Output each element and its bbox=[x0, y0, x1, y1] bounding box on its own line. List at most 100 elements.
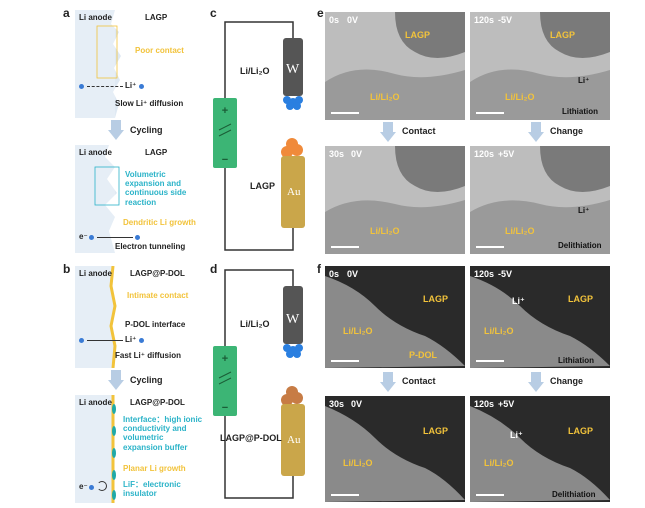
scale-bar bbox=[331, 112, 359, 114]
panel-b-bottom-card: Li anode LAGP@P-DOL Interface：high ionic… bbox=[75, 395, 203, 503]
lagp-label: LAGP bbox=[568, 294, 594, 304]
pdol-interface-drawing bbox=[75, 266, 200, 368]
down-arrow-icon bbox=[108, 370, 124, 390]
time-label: 0s bbox=[329, 15, 340, 25]
svg-text:−: − bbox=[222, 154, 228, 166]
li2o-label: Li/Li₂O bbox=[370, 226, 400, 236]
voltage-label: +5V bbox=[498, 399, 515, 409]
lagp-label: LAGP bbox=[423, 294, 449, 304]
panel-label-b: b bbox=[63, 262, 71, 276]
li-anode-label: Li anode bbox=[79, 13, 112, 22]
panel-c-circuit: + − bbox=[213, 21, 305, 251]
electron-label: e⁻ bbox=[79, 232, 88, 241]
scale-bar bbox=[476, 112, 504, 114]
li-ion-label: Li⁺ bbox=[510, 430, 523, 440]
gold-label: Au bbox=[287, 186, 301, 198]
lagp-pdol-electrode-label: LAGP@P-DOL bbox=[220, 433, 282, 443]
scale-bar bbox=[476, 494, 504, 496]
electron-dot-icon bbox=[89, 235, 94, 240]
change-label: Change bbox=[550, 376, 584, 386]
lagp-label: LAGP bbox=[423, 426, 449, 436]
li2o-label: Li/Li₂O bbox=[370, 92, 400, 102]
tem-image-e-bl: 30s 0V Li/Li₂O bbox=[325, 146, 465, 254]
panel-label-d: d bbox=[210, 262, 218, 276]
arrow-line-icon bbox=[87, 340, 123, 341]
li-ion-dot-icon bbox=[79, 338, 84, 343]
time-label: 30s bbox=[329, 399, 345, 409]
contact-label: Contact bbox=[402, 126, 436, 136]
time-label: 120s bbox=[474, 15, 495, 25]
panel-a-bottom-card: Li anode LAGP Volumetric expansion and c… bbox=[75, 145, 200, 253]
tem-image-e-tl: 0s 0V LAGP Li/Li₂O bbox=[325, 12, 465, 120]
lithiation-label: Lithiation bbox=[562, 107, 598, 116]
tem-image-f-tr: 120s -5V LAGP Li⁺ Li/Li₂O Lithiation bbox=[470, 266, 610, 368]
electron-dot-icon bbox=[89, 485, 94, 490]
electron-label: e⁻ bbox=[79, 482, 88, 491]
li2o-label: Li/Li₂O bbox=[343, 326, 373, 336]
fast-diffusion-label: Fast Li⁺ diffusion bbox=[115, 351, 181, 360]
lagp-label: LAGP bbox=[405, 30, 431, 40]
li2o-label: Li/Li₂O bbox=[505, 92, 535, 102]
voltage-label: 0V bbox=[347, 15, 359, 25]
panel-label-e: e bbox=[317, 6, 324, 20]
voltage-label: -5V bbox=[498, 15, 513, 25]
voltage-label: +5V bbox=[498, 149, 515, 159]
voltage-label: 0V bbox=[351, 149, 363, 159]
lagp-pdol-label: LAGP@P-DOL bbox=[130, 269, 185, 278]
lif-insulator-label: LiF：electronic insulator bbox=[123, 480, 181, 499]
li2o-label: Li/Li₂O bbox=[484, 326, 514, 336]
panel-label-f: f bbox=[317, 262, 321, 276]
down-arrow-icon bbox=[108, 120, 124, 140]
panel-label-c: c bbox=[210, 6, 217, 20]
lagp-pdol-label: LAGP@P-DOL bbox=[130, 398, 185, 407]
lagp-label: LAGP bbox=[145, 148, 168, 157]
lagp-electrode-label: LAGP bbox=[250, 181, 276, 191]
li-ion-label: Li⁺ bbox=[125, 335, 137, 344]
time-label: 30s bbox=[329, 149, 345, 159]
interface-desc-label: Interface：high ionic conductivity and vo… bbox=[123, 415, 203, 452]
tem-image-f-bl: 30s 0V LAGP Li/Li₂O bbox=[325, 396, 465, 502]
down-arrow-icon bbox=[528, 122, 544, 142]
li-anode-label: Li anode bbox=[79, 398, 112, 407]
down-arrow-icon bbox=[380, 372, 396, 392]
li2o-label: Li/Li₂O bbox=[343, 458, 373, 468]
scale-bar bbox=[331, 360, 359, 362]
poor-contact-label: Poor contact bbox=[135, 46, 184, 55]
li-anode-label: Li anode bbox=[79, 269, 112, 278]
scale-bar bbox=[476, 360, 504, 362]
li-anode-label: Li anode bbox=[79, 148, 112, 157]
arrow-line-icon bbox=[97, 237, 133, 238]
panel-b-top-card: Li anode LAGP@P-DOL Intimate contact P-D… bbox=[75, 266, 200, 368]
gold-label: Au bbox=[287, 434, 301, 446]
voltage-label: 0V bbox=[347, 269, 359, 279]
li-ion-label: Li⁺ bbox=[512, 296, 525, 306]
li-ion-label: Li⁺ bbox=[578, 206, 590, 215]
svg-text:+: + bbox=[222, 105, 228, 117]
li2o-label: Li/Li₂O bbox=[505, 226, 535, 236]
tunneling-label: Electron tunneling bbox=[115, 242, 186, 251]
dashed-arrow-icon bbox=[87, 86, 123, 87]
li-ion-dot-icon bbox=[139, 84, 144, 89]
down-arrow-icon bbox=[380, 122, 396, 142]
li-anode-expanded-interface bbox=[75, 145, 200, 253]
delithiation-label: Delithiation bbox=[552, 490, 596, 499]
li-ion-label: Li⁺ bbox=[578, 76, 590, 85]
li-ion-dot-icon bbox=[79, 84, 84, 89]
lagp-label: LAGP bbox=[550, 30, 576, 40]
voltage-label: -5V bbox=[498, 269, 513, 279]
li2o-label: Li/Li₂O bbox=[484, 458, 514, 468]
scale-bar bbox=[331, 246, 359, 248]
time-label: 0s bbox=[329, 269, 340, 279]
change-label: Change bbox=[550, 126, 584, 136]
tungsten-label: W bbox=[286, 312, 300, 327]
delithiation-label: Delithiation bbox=[558, 241, 602, 250]
svg-text:−: − bbox=[222, 402, 228, 414]
scale-bar bbox=[331, 494, 359, 496]
pdol-label: P-DOL bbox=[409, 350, 437, 360]
contact-label: Contact bbox=[402, 376, 436, 386]
li-ion-dot-icon bbox=[139, 338, 144, 343]
time-label: 120s bbox=[474, 149, 495, 159]
cycling-label: Cycling bbox=[130, 125, 163, 135]
scale-bar bbox=[476, 246, 504, 248]
time-label: 120s bbox=[474, 269, 495, 279]
